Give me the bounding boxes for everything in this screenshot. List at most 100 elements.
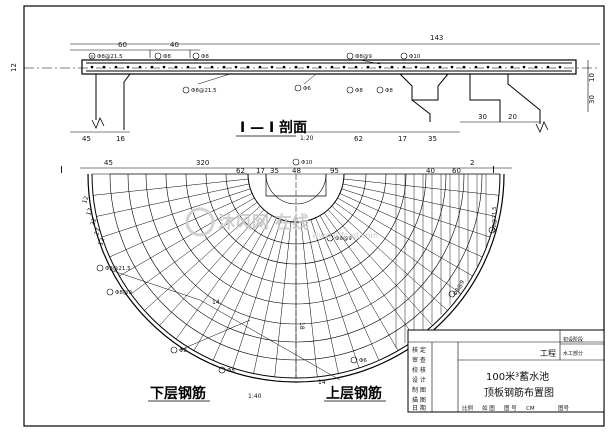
tb-row-1: 核 定 <box>412 346 426 354</box>
plan-dim-40: 40 <box>426 167 435 175</box>
plan-scale: 1:40 <box>248 393 262 400</box>
section-marker-left: I <box>60 165 63 176</box>
rebar-dot <box>474 65 478 69</box>
plan-dim-95: 95 <box>330 167 339 175</box>
radial-bar <box>212 217 277 361</box>
plan-dim-320: 320 <box>196 159 209 167</box>
slab-outline <box>81 59 577 75</box>
svg-text:www.mfcad.com: www.mfcad.com <box>312 231 378 240</box>
dim-60: 60 <box>118 41 127 49</box>
svg-text:12: 12 <box>81 195 90 205</box>
radial-bar <box>341 188 491 238</box>
tb-row-6: 描 图 <box>412 396 426 404</box>
rebar-label-1: Φ8@21.5 <box>97 54 123 60</box>
rebar-label-3: Φ8 <box>201 54 209 60</box>
tb-row-2: 审 查 <box>412 356 426 364</box>
rebar-dot <box>402 65 406 69</box>
rebar-dot <box>522 65 526 69</box>
title-block: 核 定 审 查 校 核 设 计 制 图 描 图 日 期 工程 初设阶段 水工部分… <box>407 329 605 413</box>
svg-text:22: 22 <box>89 217 98 227</box>
plan-dim-45: 45 <box>104 159 113 167</box>
svg-text:17: 17 <box>85 207 94 217</box>
rebar-dot <box>90 65 94 69</box>
svg-text:沐风网 在线: 沐风网 在线 <box>218 212 309 233</box>
rebar-dot <box>438 65 442 69</box>
svg-text:比例: 比例 <box>462 404 474 412</box>
rebar-dot <box>294 65 298 69</box>
plan-dim-2: 2 <box>470 159 474 167</box>
radial-bar <box>119 197 255 277</box>
rebar-dot <box>198 65 202 69</box>
radial-bar <box>144 205 261 311</box>
plan-label-6: Φ8 <box>179 348 187 354</box>
dim-30-side: 30 <box>588 95 596 104</box>
tb-row-5: 制 图 <box>412 386 426 394</box>
plan-dim-17: 17 <box>256 167 265 175</box>
radial-bar <box>343 178 499 196</box>
rebar-dot <box>258 65 262 69</box>
svg-text:图 号: 图 号 <box>504 404 517 412</box>
section-marker-right: I <box>492 165 495 176</box>
rebar-dot <box>234 65 238 69</box>
rebar-label-4: Φ8@9 <box>355 54 372 60</box>
tb-dept1: 初设阶段 <box>563 336 583 343</box>
svg-text:14: 14 <box>212 299 220 306</box>
rebar-label-6: Φ8@21.5 <box>191 88 217 94</box>
dim-17: 17 <box>398 135 407 143</box>
rebar-dot <box>270 65 274 69</box>
dim-30: 30 <box>478 113 487 121</box>
radial-bar <box>324 212 417 340</box>
radial-bar <box>315 217 380 361</box>
dim-20: 20 <box>508 113 517 121</box>
section-scale: 1:20 <box>300 135 314 142</box>
plan-dim-60: 60 <box>452 167 461 175</box>
radial-bar <box>159 209 265 326</box>
watermark: 沐风网 在线 www.mfcad.com <box>185 207 378 240</box>
plan-dim-62: 62 <box>236 167 245 175</box>
dim-10: 10 <box>588 73 596 82</box>
radial-bar <box>305 220 339 374</box>
rebar-dot <box>390 65 394 69</box>
plan-label-7: Φ8 <box>227 368 235 374</box>
radial-bar <box>342 183 496 217</box>
rebar-dot <box>414 65 418 69</box>
radial-bar <box>109 193 253 258</box>
radial-bar <box>274 221 292 377</box>
center-label: Φ10 <box>301 160 313 166</box>
radial-bar <box>193 215 273 351</box>
plan-label-2: Φ8@9 <box>115 290 132 296</box>
dim-62: 62 <box>354 135 363 143</box>
leader-line <box>109 269 201 301</box>
rebar-dot <box>102 65 106 69</box>
tb-dept2: 水工部分 <box>563 350 583 357</box>
tb-drawing-title: 100米³蓄水池 <box>486 370 549 383</box>
rebar-dot <box>558 65 562 69</box>
radial-bar <box>175 212 268 340</box>
radial-bar <box>334 202 462 295</box>
rebar-dot <box>174 65 178 69</box>
plan-label-3: Φ8@9 <box>335 236 352 242</box>
rebar-dot <box>486 65 490 69</box>
rebar-label-9: Φ8 <box>385 88 393 94</box>
tb-row-4: 设 计 <box>412 376 426 384</box>
svg-text:⑤: ⑤ <box>90 54 94 59</box>
rebar-dot <box>498 65 502 69</box>
rebar-dot <box>126 65 130 69</box>
svg-text:如 图: 如 图 <box>482 404 495 412</box>
dim-35: 35 <box>428 135 437 143</box>
radial-bar <box>232 219 282 369</box>
dim-143: 143 <box>430 34 443 42</box>
plan-dim-35: 35 <box>270 167 279 175</box>
plan-label-5: Φ8@9 <box>453 279 467 297</box>
slab-edge <box>87 173 505 383</box>
rebar-dot <box>210 65 214 69</box>
lower-layer-label: 下层钢筋 <box>150 385 206 402</box>
rebar-dot <box>114 65 118 69</box>
dim-16: 16 <box>116 135 125 143</box>
plan-label-8: Φ6 <box>359 358 367 364</box>
dim-45: 45 <box>82 135 91 143</box>
section-drawing: 60 40 143 12 10 30 ⑤ Φ8@21.5 Φ8 Φ8 Φ8@9 … <box>10 34 600 143</box>
radial-bar <box>339 193 483 258</box>
radial-bar <box>327 209 433 326</box>
